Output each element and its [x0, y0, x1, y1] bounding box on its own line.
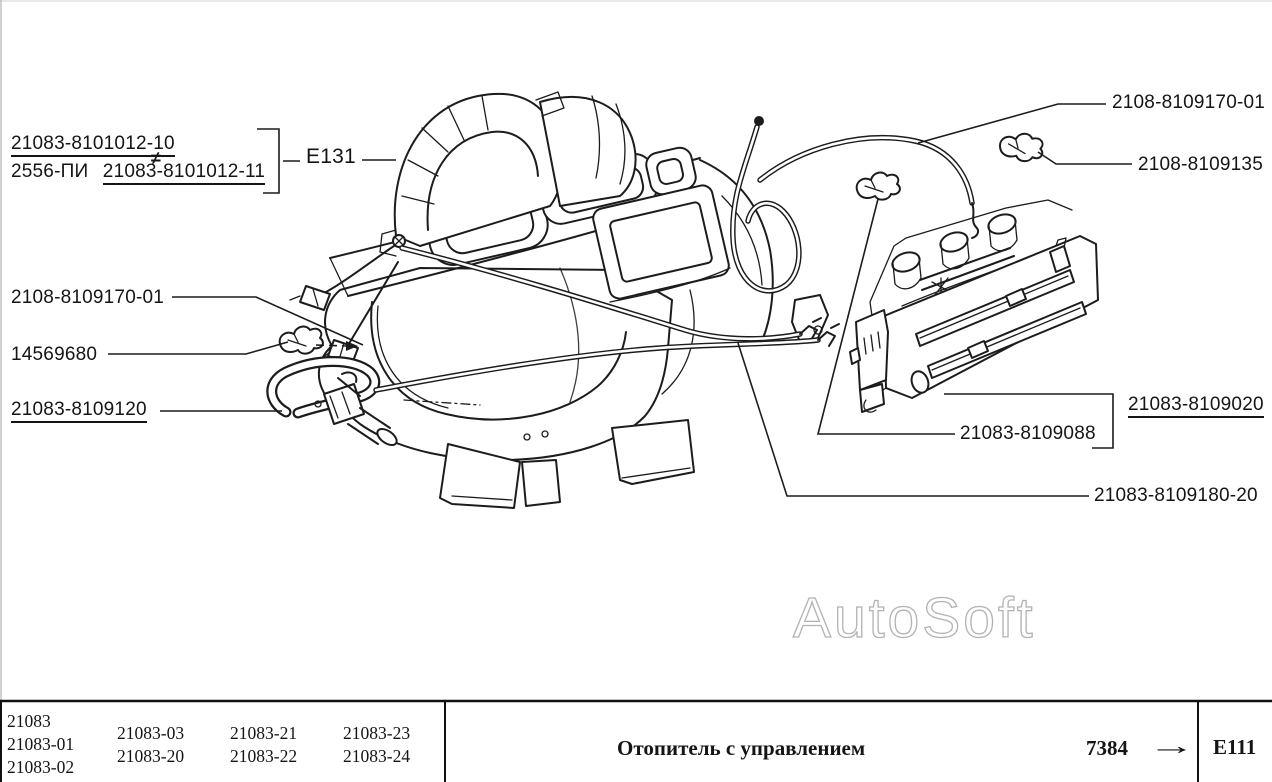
model-code: 21083-22: [230, 746, 298, 766]
model-code: 21083-23: [343, 723, 411, 743]
not-equal-symbol: ≠: [151, 148, 161, 168]
blower-motor-drawing: [379, 91, 637, 257]
part-number-link[interactable]: 21083-8101012-10: [11, 133, 175, 157]
model-column: 21083-23 21083-24: [343, 722, 410, 768]
part-prefix: 2556-ПИ: [11, 161, 89, 182]
section-code-e111[interactable]: Е111: [1213, 735, 1257, 759]
callout-panel-clip: 21083-8109088: [960, 423, 1096, 444]
cable-clip-drawing: [996, 128, 1047, 166]
model-code: 21083-20: [117, 746, 185, 766]
footer-table-borders: [0, 699, 1272, 782]
callout-control-panel[interactable]: 21083-8109020: [1128, 394, 1264, 418]
figure-number: 7384: [1086, 736, 1128, 760]
part-number-link[interactable]: 21083-8109120: [11, 399, 147, 423]
callout-cable-pair: 21083-8109180-20: [1094, 485, 1258, 506]
leader-lines: [108, 103, 1132, 497]
bracket: [944, 393, 1114, 449]
callout-cable-right: 2108-8109170-01: [1112, 92, 1266, 113]
part-number-link[interactable]: 21083-8101012-11: [102, 161, 266, 185]
part-number-link[interactable]: 21083-8109020: [1128, 394, 1264, 418]
autosoft-watermark: AutoSoft: [792, 585, 1036, 650]
model-code: 21083-03: [117, 723, 185, 743]
model-code: 21083: [7, 711, 51, 731]
heater-valve-drawing: [266, 356, 398, 446]
cable-clip-drawing: [278, 325, 324, 355]
next-page-arrow-icon[interactable]: →: [1148, 733, 1196, 760]
dashed-arrow: [315, 341, 358, 351]
callout-valve[interactable]: 21083-8109120: [11, 399, 147, 423]
callout-cable-left: 2108-8109170-01: [11, 287, 165, 308]
bracket: [257, 128, 300, 194]
model-column: 21083-21 21083-22: [230, 722, 297, 768]
model-column: 21083 21083-01 21083-02: [7, 710, 74, 779]
model-code: 21083-02: [7, 757, 75, 777]
model-column: 21083-03 21083-20: [117, 722, 184, 768]
model-code: 21083-01: [7, 734, 75, 754]
cable-clip-drawing: [855, 171, 901, 201]
model-code: 21083-24: [343, 746, 411, 766]
control-panel-drawing: [849, 199, 1099, 413]
control-cables-drawing: [373, 245, 840, 393]
heater-housing-drawing: [317, 159, 829, 509]
callout-section-ref-e131[interactable]: Е131: [306, 145, 356, 168]
callout-clip-right: 2108-8109135: [1138, 154, 1263, 175]
section-title: Отопитель с управлением: [617, 736, 866, 760]
loop-cable-drawing: [730, 116, 980, 294]
callout-part-group-b: 2556-ПИ 21083-8101012-11: [11, 161, 266, 185]
heat-vent-icon: [863, 331, 881, 355]
model-code: 21083-21: [230, 723, 298, 743]
callout-clip-left: 14569680: [11, 344, 98, 365]
callout-part-group-a[interactable]: 21083-8101012-10: [11, 133, 175, 157]
